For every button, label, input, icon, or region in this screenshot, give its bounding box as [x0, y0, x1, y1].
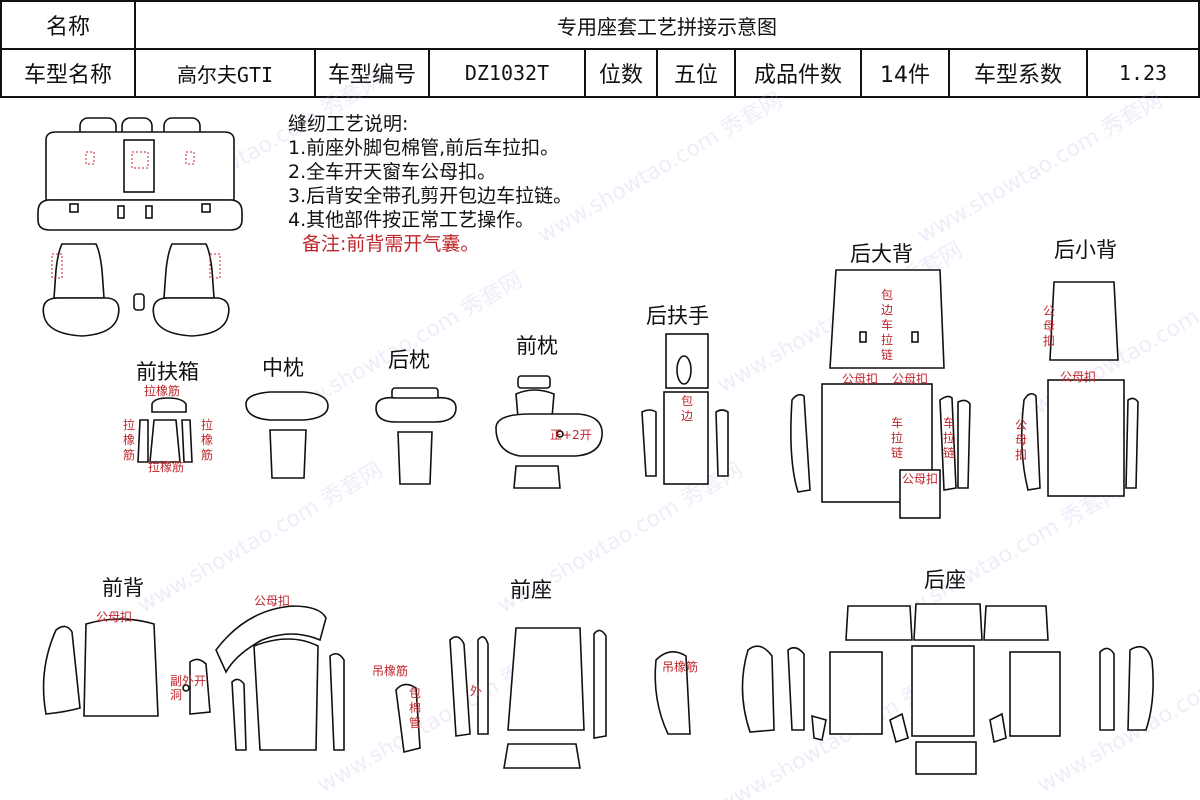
- ann-snap-big-back-bottom: 公母扣: [902, 472, 939, 486]
- front-back-pieces: [42, 605, 345, 751]
- label-front-seat: 前座: [510, 578, 552, 602]
- rear-armrest-pieces: [641, 333, 729, 485]
- ann-snap-front-back-top: 公母扣: [254, 594, 291, 608]
- rear-seat-pieces: [741, 603, 1154, 775]
- model-name-label: 车型名称: [0, 48, 136, 98]
- ann-snap-small-back-side: 公母扣: [1014, 418, 1027, 462]
- label-front-back: 前背: [102, 576, 144, 600]
- label-rear-armrest: 后扶手: [646, 304, 709, 328]
- ann-hang-elastic-right: 吊橡筋: [662, 660, 699, 674]
- label-front-armrest: 前扶箱: [136, 360, 199, 384]
- model-code-label: 车型编号: [314, 48, 430, 98]
- ann-elastic-top: 拉橡筋: [144, 384, 181, 398]
- note-item-3: 3.后背安全带孔剪开包边车拉链。: [288, 185, 573, 207]
- header-table: 名称 专用座套工艺拼接示意图 车型名称 高尔夫GTI 车型编号 DZ1032T …: [0, 0, 1200, 98]
- ann-elastic-bottom: 拉橡筋: [148, 460, 185, 474]
- rear-small-back-pieces: [1020, 281, 1139, 497]
- rear-big-back-pieces: [790, 269, 971, 519]
- label-rear-small-back: 后小背: [1054, 238, 1117, 262]
- ann-snap-front-back: 公母扣: [96, 610, 133, 624]
- front-armrest-pieces: [137, 397, 193, 463]
- ann-elastic-left: 拉橡筋: [122, 418, 135, 462]
- ann-elastic-right: 拉橡筋: [200, 418, 213, 462]
- pieces-value: 14件: [860, 48, 950, 98]
- note-item-4: 4.其他部件按正常工艺操作。: [288, 209, 535, 231]
- coef-value: 1.23: [1086, 48, 1200, 98]
- ann-snap-big-back-left: 公母扣: [842, 372, 879, 386]
- note-item-2: 2.全车开天窗车公母扣。: [288, 161, 497, 183]
- note-item-1: 1.前座外脚包棉管,前后车拉扣。: [288, 137, 560, 159]
- ann-hang-elastic-left: 吊橡筋: [372, 664, 409, 678]
- pieces-label: 成品件数: [734, 48, 862, 98]
- ann-edge: 包边: [680, 394, 693, 423]
- ann-front-two-open: 正+2开: [550, 428, 592, 442]
- ann-cotton-tube: 包棉管: [408, 686, 421, 730]
- front-seat-pieces: [395, 627, 691, 769]
- ann-zip-left: 车拉链: [890, 416, 903, 460]
- ann-edge-zip: 包边车拉链: [880, 288, 893, 362]
- ann-aux-hole: 副外开洞: [170, 674, 207, 702]
- car-seat-overview: [37, 117, 243, 337]
- label-front-pillow: 前枕: [516, 334, 558, 358]
- ann-snap-small-back-mid: 公母扣: [1060, 370, 1097, 384]
- name-label: 名称: [0, 0, 136, 50]
- ann-outer: 外: [470, 684, 483, 698]
- label-rear-seat: 后座: [924, 568, 966, 592]
- notes-heading: 缝纫工艺说明:: [288, 113, 409, 135]
- ann-zip-right: 车拉链: [942, 416, 955, 460]
- label-rear-big-back: 后大背: [850, 242, 913, 266]
- ann-snap-small-back-top: 公母扣: [1042, 304, 1055, 348]
- model-name-value: 高尔夫GTI: [134, 48, 316, 98]
- label-center-pillow: 中枕: [262, 356, 304, 380]
- front-pillow-pieces: [495, 375, 603, 489]
- note-remark: 备注:前背需开气囊。: [302, 233, 480, 255]
- model-code-value: DZ1032T: [428, 48, 586, 98]
- ann-snap-big-back-right: 公母扣: [892, 372, 929, 386]
- center-pillow-pieces: [245, 391, 329, 479]
- seats-label: 位数: [584, 48, 658, 98]
- sewing-notes: 缝纫工艺说明: 1.前座外脚包棉管,前后车拉扣。 2.全车开天窗车公母扣。 3.…: [288, 112, 572, 256]
- seats-value: 五位: [656, 48, 736, 98]
- label-rear-pillow: 后枕: [388, 348, 430, 372]
- rear-pillow-pieces: [375, 387, 457, 485]
